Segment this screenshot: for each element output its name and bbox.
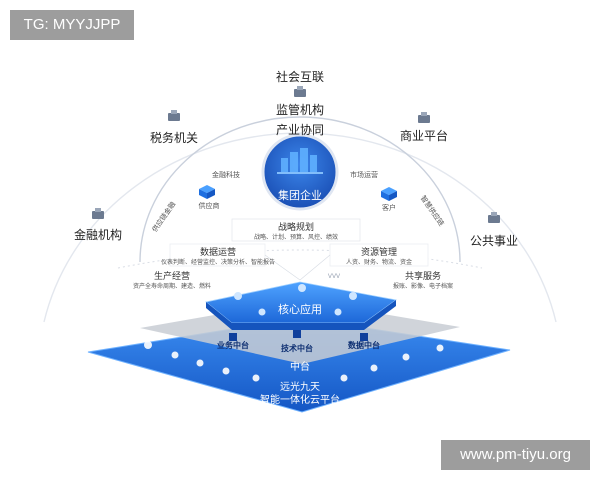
supplier-icon bbox=[199, 185, 215, 199]
shared-title: 共享服务 bbox=[404, 272, 442, 282]
group-enterprise-label: 集团企业 bbox=[278, 189, 322, 202]
strategy-title: 战略规划 bbox=[277, 223, 315, 233]
fintech-label: 金融科技 bbox=[212, 171, 240, 179]
production-title: 生产经营 bbox=[153, 272, 191, 282]
commerce-label: 商业平台 bbox=[399, 129, 449, 143]
tax-icon bbox=[168, 110, 180, 121]
dataops-sub: 仪表判断、经营监控、决策分析、智能报告 bbox=[160, 259, 276, 266]
shared-sub: 报账、影像、电子档案 bbox=[392, 283, 454, 290]
dataops-title: 数据运营 bbox=[199, 248, 237, 258]
inner-arc bbox=[139, 116, 461, 263]
watermark-right: www.pm-tiyu.org bbox=[441, 440, 590, 470]
public-icon bbox=[488, 212, 500, 223]
strategy-box bbox=[231, 218, 361, 242]
platform-symbols bbox=[144, 341, 444, 382]
watermark-left: TG: MYYJJPP bbox=[10, 10, 134, 40]
base-platform bbox=[87, 317, 511, 413]
social-interconnect-label: 社会互联 bbox=[275, 70, 325, 84]
platform-name-line1: 远光九天 bbox=[280, 382, 320, 393]
outer-arc bbox=[43, 132, 557, 323]
commerce-icon bbox=[418, 112, 430, 123]
tech-hub-label: 技术中台 bbox=[281, 344, 313, 353]
market-ops-label: 市场运营 bbox=[350, 171, 378, 179]
supplier-label: 供应商 bbox=[198, 202, 220, 210]
customer-icon bbox=[381, 187, 397, 201]
resource-title: 资源管理 bbox=[360, 248, 398, 258]
finance-icon bbox=[92, 208, 104, 219]
public-label: 公共事业 bbox=[469, 234, 519, 248]
industry-synergy-label: 产业协同 bbox=[275, 123, 325, 137]
building-icon bbox=[277, 148, 323, 174]
resource-sub: 人资、财务、物流、资金 bbox=[345, 259, 413, 266]
supervision-icon bbox=[294, 86, 306, 97]
supervision-label: 监管机构 bbox=[275, 103, 325, 117]
strategy-sub: 战略、计划、预算、风控、绩效 bbox=[253, 234, 339, 241]
middle-platform-label: 中台 bbox=[290, 362, 310, 373]
business-hub-label: 业务中台 bbox=[217, 341, 249, 350]
data-hub-label: 数据中台 bbox=[348, 341, 380, 350]
platform-name-line2: 智能一体化云平台 bbox=[260, 395, 340, 406]
core-apps-label: 核心应用 bbox=[278, 303, 322, 316]
core-app-side bbox=[206, 300, 396, 330]
tax-label: 税务机关 bbox=[149, 131, 199, 145]
customer-label: 客户 bbox=[382, 204, 396, 212]
vvv-label: VVV bbox=[327, 273, 341, 280]
finance-label: 金融机构 bbox=[73, 228, 123, 242]
production-sub: 资产全寿命周期、建造、燃料 bbox=[132, 283, 212, 290]
